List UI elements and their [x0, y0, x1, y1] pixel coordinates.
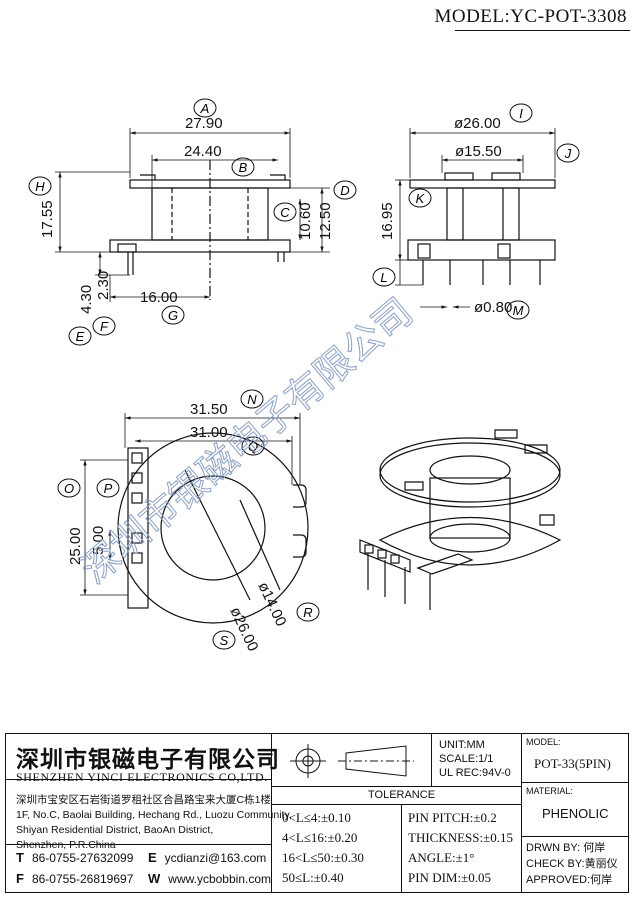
balloon-m: M [506, 300, 530, 320]
balloon-c: C [273, 202, 297, 222]
svg-text:Q: Q [248, 439, 258, 454]
isometric-view [359, 429, 562, 610]
svg-text:C: C [280, 205, 290, 220]
svg-text:A: A [200, 101, 210, 116]
front-view-dims [55, 128, 330, 302]
dim-o: 25.00 [67, 527, 84, 565]
material-value: PHENOLIC [542, 806, 609, 821]
company-address: 深圳市宝安区石岩街道罗租社区合昌路宝来大厦C栋1楼 1F, No.C, Baol… [16, 794, 292, 851]
balloon-g: G [161, 305, 185, 325]
front-view [109, 160, 291, 300]
balloon-b: B [231, 157, 255, 177]
dim-b: 24.40 [184, 143, 222, 160]
dim-p: 5.00 [90, 526, 107, 555]
dim-c: 10.60 [297, 202, 314, 240]
svg-text:L: L [380, 270, 387, 285]
balloon-d: D [333, 180, 357, 200]
balloon-k: K [408, 188, 432, 208]
svg-text:K: K [416, 191, 426, 206]
balloon-p: P [96, 478, 120, 498]
balloon-f: F [92, 316, 116, 336]
dim-d: 12.50 [317, 202, 334, 240]
dim-r: ø14.00 [254, 580, 289, 630]
dim-e: 4.30 [78, 285, 95, 314]
svg-text:I: I [519, 106, 523, 121]
dim-n: 31.50 [190, 401, 228, 418]
balloon-h: H [28, 176, 52, 196]
dim-k: 16.95 [379, 202, 396, 240]
svg-text:F: F [100, 319, 109, 334]
balloon-a: A [193, 98, 217, 118]
balloon-s: S [212, 630, 236, 650]
svg-text:S: S [220, 633, 229, 648]
tolerance-label: TOLERANCE [368, 789, 436, 801]
svg-text:E: E [76, 329, 85, 344]
svg-text:N: N [247, 392, 257, 407]
projection-symbol-icon [290, 744, 414, 778]
side-view [407, 172, 556, 285]
top-view [117, 432, 309, 624]
title-block: 深圳市银磁电子有限公司 SHENZHEN YINCI ELECTRONICS C… [5, 733, 629, 893]
material-label: MATERIAL: [526, 786, 573, 796]
svg-text:R: R [303, 605, 312, 620]
svg-text:P: P [104, 481, 113, 496]
company-name-cn: 深圳市银磁电子有限公司 [16, 747, 280, 773]
svg-text:G: G [168, 308, 178, 323]
model-value: POT-33(5PIN) [534, 756, 611, 771]
side-view-dims [395, 128, 556, 309]
balloon-q: Q [241, 436, 265, 456]
balloon-e: E [68, 326, 92, 346]
balloon-i: I [509, 103, 533, 123]
dim-g: 16.00 [140, 289, 178, 306]
tolerance-list-right: PIN PITCH:±0.2 THICKNESS:±0.15 ANGLE:±1°… [408, 810, 514, 885]
balloon-labels: A B C D E F G H I J K L M N O P Q R S [28, 98, 580, 650]
company-name-en: SHENZHEN YINCI ELECTRONICS CO,LTD. [16, 770, 268, 784]
svg-text:J: J [564, 146, 572, 161]
svg-text:O: O [64, 481, 74, 496]
dim-f: 2.30 [95, 271, 112, 300]
svg-text:D: D [340, 183, 349, 198]
dim-m: ø0.80 [474, 299, 512, 316]
dim-q: 31.00 [190, 424, 228, 441]
svg-text:M: M [513, 303, 524, 318]
svg-text:B: B [239, 160, 248, 175]
dim-i: ø26.00 [454, 115, 501, 132]
balloon-j: J [556, 143, 580, 163]
balloon-n: N [240, 389, 264, 409]
svg-text:H: H [35, 179, 45, 194]
technical-drawing: 27.90 24.40 16.00 17.55 10.60 12.50 4.30… [28, 98, 580, 654]
balloon-l: L [372, 267, 396, 287]
top-view-dims [80, 413, 301, 596]
tolerance-list: 0<L≤4:±0.10 4<L≤16:±0.20 16<L≤50:±0.30 5… [282, 810, 364, 885]
balloon-r: R [296, 602, 320, 622]
model-title: MODEL:YC-POT-3308 [434, 6, 627, 27]
balloon-o: O [57, 478, 81, 498]
front-view-text: 27.90 24.40 16.00 17.55 10.60 12.50 4.30… [39, 115, 334, 314]
side-view-text: ø26.00 ø15.50 ø0.80 16.95 [379, 115, 512, 316]
dim-a: 27.90 [185, 115, 223, 132]
dim-h: 17.55 [39, 200, 56, 238]
dim-j: ø15.50 [455, 143, 502, 160]
sign-off: DRWN BY: 何岸 CHECK BY:黄丽仪 APPROVED:何岸 [526, 842, 618, 886]
title-underline [455, 30, 630, 31]
model-label: MODEL: [526, 737, 561, 747]
unit-scale-ul: UNIT:MM SCALE:1/1 UL REC:94V-0 [439, 739, 511, 779]
